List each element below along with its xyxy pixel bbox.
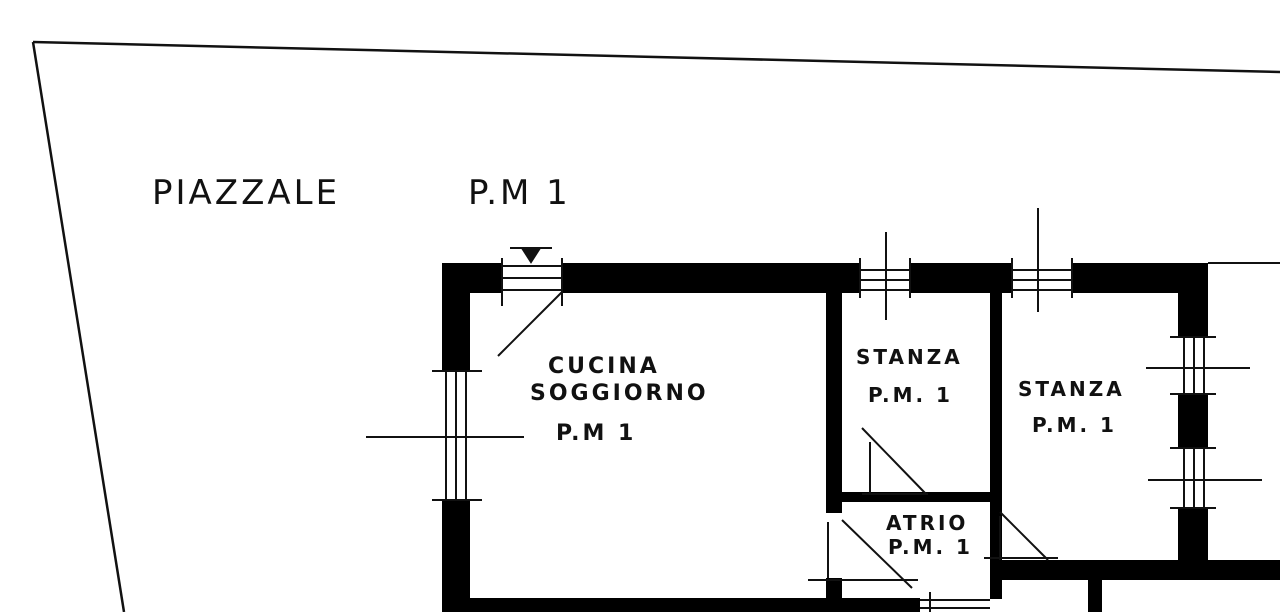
atrium-label: ATRIO bbox=[886, 511, 968, 535]
windows bbox=[366, 208, 1280, 509]
window-right-1 bbox=[1146, 336, 1250, 395]
doors bbox=[497, 247, 1058, 612]
kitchen-label-line2: SOGGIORNO bbox=[530, 381, 709, 406]
walls bbox=[442, 263, 1280, 612]
room-b-label: STANZA bbox=[1018, 377, 1125, 401]
door-entrance bbox=[497, 247, 563, 357]
window-right-2 bbox=[1148, 447, 1262, 509]
window-top-1 bbox=[501, 258, 563, 306]
kitchen-label-line1: CUCINA bbox=[548, 354, 660, 379]
room-a-label: STANZA bbox=[856, 345, 963, 369]
door-stanza-a bbox=[861, 427, 928, 495]
outdoor-code: P.M 1 bbox=[468, 173, 571, 213]
window-top-3 bbox=[1011, 208, 1073, 312]
lot-boundary bbox=[31, 40, 1280, 612]
room-a-code: P.M. 1 bbox=[868, 383, 953, 407]
door-atrio-right bbox=[984, 511, 1058, 561]
window-left bbox=[366, 370, 524, 501]
labels: PIAZZALE P.M 1 CUCINA SOGGIORNO P.M 1 ST… bbox=[152, 173, 1125, 559]
kitchen-code: P.M 1 bbox=[556, 421, 636, 446]
outdoor-label: PIAZZALE bbox=[152, 173, 340, 213]
room-b-code: P.M. 1 bbox=[1032, 413, 1117, 437]
door-bottom bbox=[920, 592, 990, 612]
door-atrio-left bbox=[808, 519, 918, 589]
window-top-2 bbox=[859, 232, 911, 320]
atrium-code: P.M. 1 bbox=[888, 535, 973, 559]
